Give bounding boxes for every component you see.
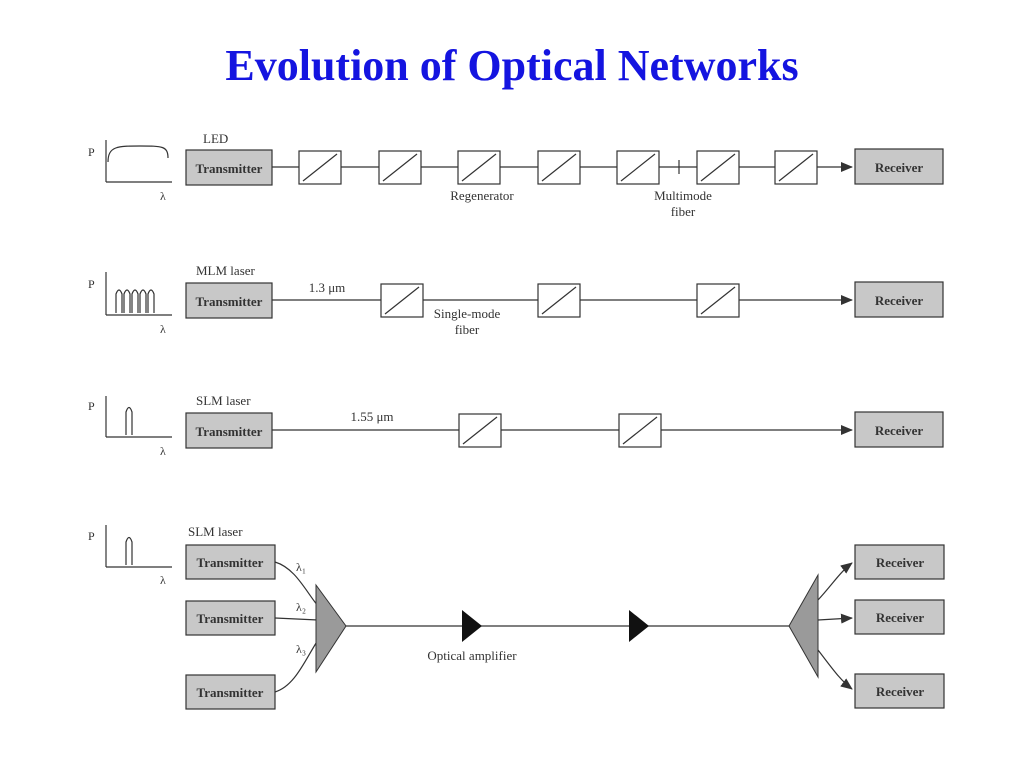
receiver-label: Receiver bbox=[876, 610, 925, 625]
receiver-box bbox=[854, 544, 945, 580]
transmitter-array: Transmitter Transmitter Transmitter bbox=[185, 544, 276, 710]
receiver-box bbox=[854, 148, 944, 185]
regenerator-label: Regenerator bbox=[450, 188, 514, 203]
source-label-slm: SLM laser bbox=[188, 524, 243, 539]
row-wdm: P λ SLM laser Transmitter Transmitter Tr… bbox=[88, 524, 945, 710]
transmitter-box bbox=[185, 149, 273, 186]
regenerator bbox=[774, 150, 818, 185]
spectrum-plot-slm: P λ bbox=[88, 396, 172, 458]
transmitter-box bbox=[185, 674, 276, 710]
wavelength-label-3: λ₃ bbox=[296, 642, 306, 656]
receiver-array: Receiver Receiver Receiver bbox=[854, 544, 945, 709]
transmitter-box bbox=[185, 412, 273, 449]
receiver-label: Receiver bbox=[876, 555, 925, 570]
spectrum-plot-wdm: P λ bbox=[88, 525, 172, 587]
regenerator bbox=[457, 150, 501, 185]
row-mlm-laser: P λ MLM laser Transmitter 1.3 μm Single-… bbox=[88, 263, 944, 337]
transmitter-box bbox=[185, 282, 273, 319]
spectrum-plot-led: P λ bbox=[88, 140, 172, 203]
wavelength-label-2: λ₂ bbox=[296, 600, 306, 614]
source-label-mlm: MLM laser bbox=[196, 263, 256, 278]
row-led: P λ LED Transmitter Regenerator Multimod… bbox=[88, 131, 944, 219]
regenerator bbox=[696, 150, 740, 185]
transmitter-label: Transmitter bbox=[197, 555, 264, 570]
receiver-box bbox=[854, 411, 944, 448]
wavelength-label: 1.3 μm bbox=[309, 280, 346, 295]
y-axis-label: P bbox=[88, 529, 95, 543]
regenerator bbox=[537, 283, 581, 318]
regenerator bbox=[618, 413, 662, 448]
multimode-fiber-label-2: fiber bbox=[671, 204, 696, 219]
multimode-fiber-label-1: Multimode bbox=[654, 188, 712, 203]
source-label-led: LED bbox=[203, 131, 228, 146]
regenerator bbox=[696, 283, 740, 318]
receiver-box bbox=[854, 599, 945, 635]
demultiplexer-icon bbox=[788, 573, 819, 679]
single-mode-fiber-label-2: fiber bbox=[455, 322, 480, 337]
single-mode-spectrum bbox=[125, 406, 133, 435]
x-axis-label: λ bbox=[160, 573, 166, 587]
regenerator bbox=[537, 150, 581, 185]
transmitter-label: Transmitter bbox=[196, 161, 263, 176]
y-axis-label: P bbox=[88, 399, 95, 413]
regenerator bbox=[378, 150, 422, 185]
slide-title: Evolution of Optical Networks bbox=[225, 41, 799, 90]
regenerator bbox=[458, 413, 502, 448]
transmitter-box bbox=[185, 600, 276, 636]
receiver-label: Receiver bbox=[875, 423, 924, 438]
receiver-label: Receiver bbox=[876, 684, 925, 699]
optical-amplifier-label: Optical amplifier bbox=[427, 648, 517, 663]
wavelength-label-1: λ₁ bbox=[296, 560, 306, 574]
receiver-label: Receiver bbox=[875, 160, 924, 175]
wavelength-label: 1.55 μm bbox=[350, 409, 393, 424]
regenerator bbox=[298, 150, 342, 185]
single-mode-spectrum bbox=[125, 536, 133, 565]
row-slm-laser: P λ SLM laser Transmitter 1.55 μm Receiv… bbox=[88, 393, 944, 458]
single-mode-fiber-label-1: Single-mode bbox=[434, 306, 501, 321]
transmitter-label: Transmitter bbox=[197, 611, 264, 626]
receiver-box bbox=[854, 673, 945, 709]
optical-amplifier-icon bbox=[629, 610, 649, 642]
broad-spectrum-curve bbox=[107, 145, 169, 163]
regenerator-chain bbox=[298, 150, 818, 185]
y-axis-label: P bbox=[88, 277, 95, 291]
x-axis-label: λ bbox=[160, 189, 166, 203]
multiplexer-icon bbox=[315, 583, 347, 674]
source-label-slm: SLM laser bbox=[196, 393, 251, 408]
multi-mode-spectrum bbox=[115, 289, 155, 313]
receiver-box bbox=[854, 281, 944, 318]
transmitter-label: Transmitter bbox=[196, 294, 263, 309]
regenerator bbox=[616, 150, 660, 185]
optical-amplifier-icon bbox=[462, 610, 482, 642]
spectrum-plot-mlm: P λ bbox=[88, 272, 172, 336]
receiver-label: Receiver bbox=[875, 293, 924, 308]
regenerator bbox=[380, 283, 424, 318]
x-axis-label: λ bbox=[160, 322, 166, 336]
y-axis-label: P bbox=[88, 145, 95, 159]
transmitter-label: Transmitter bbox=[196, 424, 263, 439]
transmitter-label: Transmitter bbox=[197, 685, 264, 700]
x-axis-label: λ bbox=[160, 444, 166, 458]
